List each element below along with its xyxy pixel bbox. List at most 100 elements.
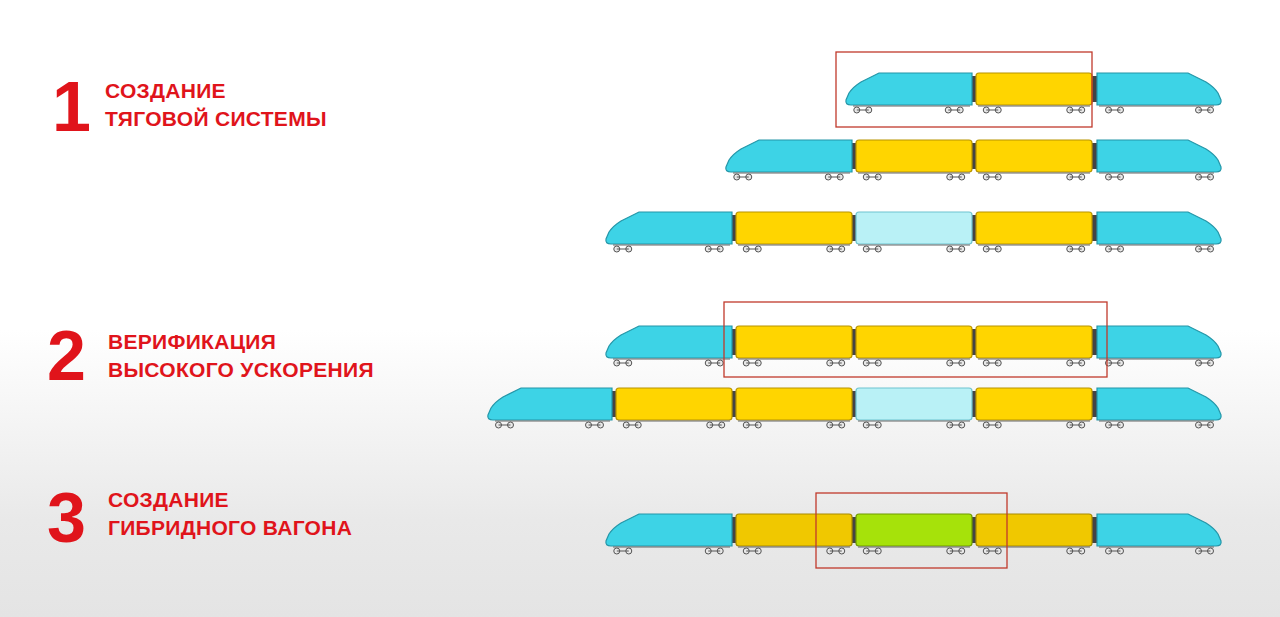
car-underframe [1099,173,1214,174]
bogie [708,551,720,552]
train-car [976,73,1092,105]
bogie [1070,363,1082,364]
bogie [1109,425,1121,426]
car-underframe [858,547,970,548]
car-underframe [858,359,970,360]
car-underframe [978,359,1090,360]
train-car [1097,326,1221,358]
bogie [1109,249,1121,250]
bogie [1199,551,1211,552]
bogie [1070,177,1082,178]
train-car [1097,514,1221,546]
train-car [736,388,852,420]
bogie [948,110,960,111]
car-underframe [1099,106,1214,107]
car-underframe [738,547,850,548]
car-underframe [978,245,1090,246]
train-car [1097,140,1221,172]
car-underframe [853,106,970,107]
bogie [950,249,962,250]
bogie [866,551,878,552]
bogie [1070,249,1082,250]
car-underframe [613,245,730,246]
car-underframe [858,421,970,422]
train [606,212,1221,252]
bogie [746,249,758,250]
bogie [710,425,722,426]
train-car [856,388,972,420]
bogie [828,177,840,178]
step-title: СОЗДАНИЕ ГИБРИДНОГО ВАГОНА [108,486,355,542]
bogie [617,363,629,364]
train-car [736,326,852,358]
bogie [866,249,878,250]
train-car [736,514,852,546]
highlight-frame [836,52,1092,127]
car-underframe [613,359,730,360]
bogie [746,363,758,364]
train-car [856,140,972,172]
train [488,388,1221,428]
train [606,514,1221,554]
step-number: 3 [47,483,86,553]
bogie [708,249,720,250]
bogie [950,177,962,178]
bogie [986,425,998,426]
car-underframe [978,547,1090,548]
bogie [830,425,842,426]
train-car [976,326,1092,358]
car-underframe [1099,359,1214,360]
car-underframe [1099,547,1214,548]
bogie [986,363,998,364]
bogie [1199,249,1211,250]
bogie [1070,425,1082,426]
bogie [986,177,998,178]
step-number: 2 [47,321,86,391]
car-underframe [733,173,850,174]
train-car [1097,73,1221,105]
bogie [1199,425,1211,426]
bogie [626,425,638,426]
train-car [976,388,1092,420]
train-car [488,388,612,420]
train-car [616,388,732,420]
car-underframe [858,245,970,246]
train-car [606,514,732,546]
train-car [976,514,1092,546]
car-underframe [1099,421,1214,422]
bogie [708,363,720,364]
train-car [726,140,852,172]
train-car [976,140,1092,172]
train [606,326,1221,366]
bogie [737,177,749,178]
train-car [856,326,972,358]
bogie [1199,110,1211,111]
train-car [856,212,972,244]
bogie [1070,110,1082,111]
bogie [1109,363,1121,364]
bogie [1109,110,1121,111]
car-underframe [618,421,730,422]
step-title: ВЕРИФИКАЦИЯ ВЫСОКОГО УСКОРЕНИЯ [108,328,376,384]
bogie [499,425,511,426]
bogie [589,425,601,426]
car-underframe [738,245,850,246]
train-car [856,514,972,546]
bogie [986,110,998,111]
train-car [976,212,1092,244]
bogie [986,249,998,250]
bogie [866,363,878,364]
bogie [986,551,998,552]
bogie [866,425,878,426]
car-underframe [1099,245,1214,246]
bogie [830,551,842,552]
bogie [857,110,869,111]
train-car [1097,388,1221,420]
car-underframe [613,547,730,548]
bogie [830,249,842,250]
bogie [950,551,962,552]
car-underframe [978,173,1090,174]
bogie [1109,177,1121,178]
bogie [617,249,629,250]
